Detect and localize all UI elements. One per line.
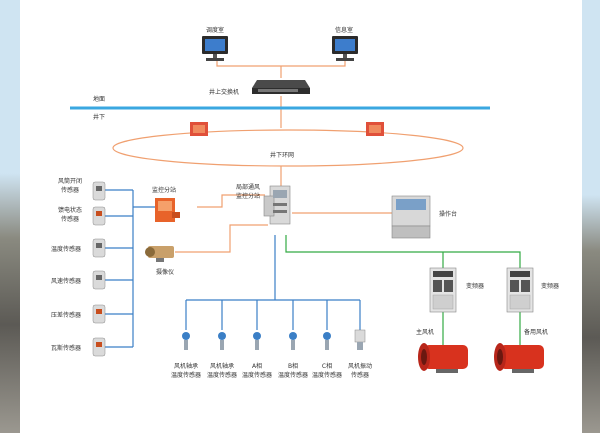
bottom-sensor-4-label-2: 温度传感器 (278, 371, 308, 379)
bottom-sensor-6-icon[interactable] (354, 329, 366, 350)
ring-network (112, 129, 464, 167)
underground-label: 井下 (93, 113, 105, 121)
master-substation-icon[interactable] (263, 185, 291, 225)
info-room-computer-icon[interactable] (332, 36, 358, 61)
console-icon[interactable] (391, 195, 431, 239)
monitoring-substation-label: 监控分站 (152, 186, 176, 194)
sensor-gas-icon[interactable] (92, 337, 106, 357)
background-rock-right (580, 0, 600, 433)
monitoring-substation-icon[interactable] (155, 198, 180, 222)
bottom-sensor-4-label-1: B相 (288, 362, 298, 370)
sensor-switch-label-2: 传感器 (61, 215, 79, 223)
ground-label: 地面 (93, 95, 105, 103)
bottom-sensor-bus (185, 235, 361, 330)
sensor-temp-label: 温度传感器 (51, 245, 81, 253)
bottom-sensor-5-label-1: C相 (322, 362, 332, 370)
master-substation-label-2: 监控分站 (236, 192, 260, 200)
camera-icon[interactable] (145, 246, 174, 262)
vfd-cabinet-1-icon[interactable] (429, 267, 457, 313)
vfd-2-label: 变频器 (541, 282, 559, 290)
console-label: 操作台 (439, 210, 457, 218)
vfd-cabinet-2-icon[interactable] (506, 267, 534, 313)
camera-label: 摄像仪 (156, 268, 174, 276)
vfd-1-label: 变频器 (466, 282, 484, 290)
ring-node-icon[interactable] (190, 122, 208, 136)
main-fan-label: 主风机 (416, 328, 434, 336)
bottom-sensor-1-label-2: 温度传感器 (171, 371, 201, 379)
bottom-sensor-3-label-2: 温度传感器 (242, 371, 272, 379)
sensor-bus (105, 189, 155, 348)
bottom-sensor-1-icon[interactable] (182, 332, 190, 350)
sensor-gas-label: 瓦斯传感器 (51, 344, 81, 352)
bottom-sensor-5-icon[interactable] (323, 332, 331, 350)
bottom-sensor-6-label-1: 风机振动 (348, 362, 372, 370)
bottom-sensor-3-icon[interactable] (253, 332, 261, 350)
sensor-temp-icon[interactable] (92, 238, 106, 258)
dispatch-room-label: 调度室 (206, 26, 224, 34)
master-substation-label-1: 局部通风 (236, 183, 260, 191)
bottom-sensor-1-label-1: 风机轴承 (174, 362, 198, 370)
bottom-sensor-2-label-1: 风机轴承 (210, 362, 234, 370)
dispatch-room-computer-icon[interactable] (202, 36, 228, 61)
network-switch-icon[interactable] (252, 80, 310, 94)
bottom-sensor-2-label-2: 温度传感器 (207, 371, 237, 379)
sensor-pressure-label: 压差传感器 (51, 311, 81, 319)
sensor-door-label-2: 传感器 (61, 186, 79, 194)
sensor-switch-label-1: 馈电状态 (58, 206, 82, 214)
ring-node-icon[interactable] (366, 122, 384, 136)
ring-network-label: 井下环网 (270, 151, 294, 159)
surface-links (216, 58, 346, 128)
backup-fan-label: 备用风机 (524, 328, 548, 336)
bottom-sensor-3-label-1: A相 (252, 362, 262, 370)
info-room-label: 信息室 (335, 26, 353, 34)
sensor-door-icon[interactable] (92, 181, 106, 201)
bottom-sensor-2-icon[interactable] (218, 332, 226, 350)
sensor-door-label-1: 风筒开闭 (58, 177, 82, 185)
bottom-sensor-5-label-2: 温度传感器 (312, 371, 342, 379)
surface-switch-label: 井上交换机 (209, 88, 239, 96)
background-rock-left (0, 0, 20, 433)
backup-fan-icon[interactable] (494, 343, 544, 373)
main-fan-icon[interactable] (418, 343, 468, 373)
sensor-pressure-icon[interactable] (92, 304, 106, 324)
bottom-sensor-4-icon[interactable] (289, 332, 297, 350)
bottom-sensor-6-label-2: 传感器 (351, 371, 369, 379)
sensor-switch-icon[interactable] (92, 206, 106, 226)
vfd-links (285, 235, 521, 345)
sensor-wind-icon[interactable] (92, 270, 106, 290)
sensor-wind-label: 风速传感器 (51, 277, 81, 285)
